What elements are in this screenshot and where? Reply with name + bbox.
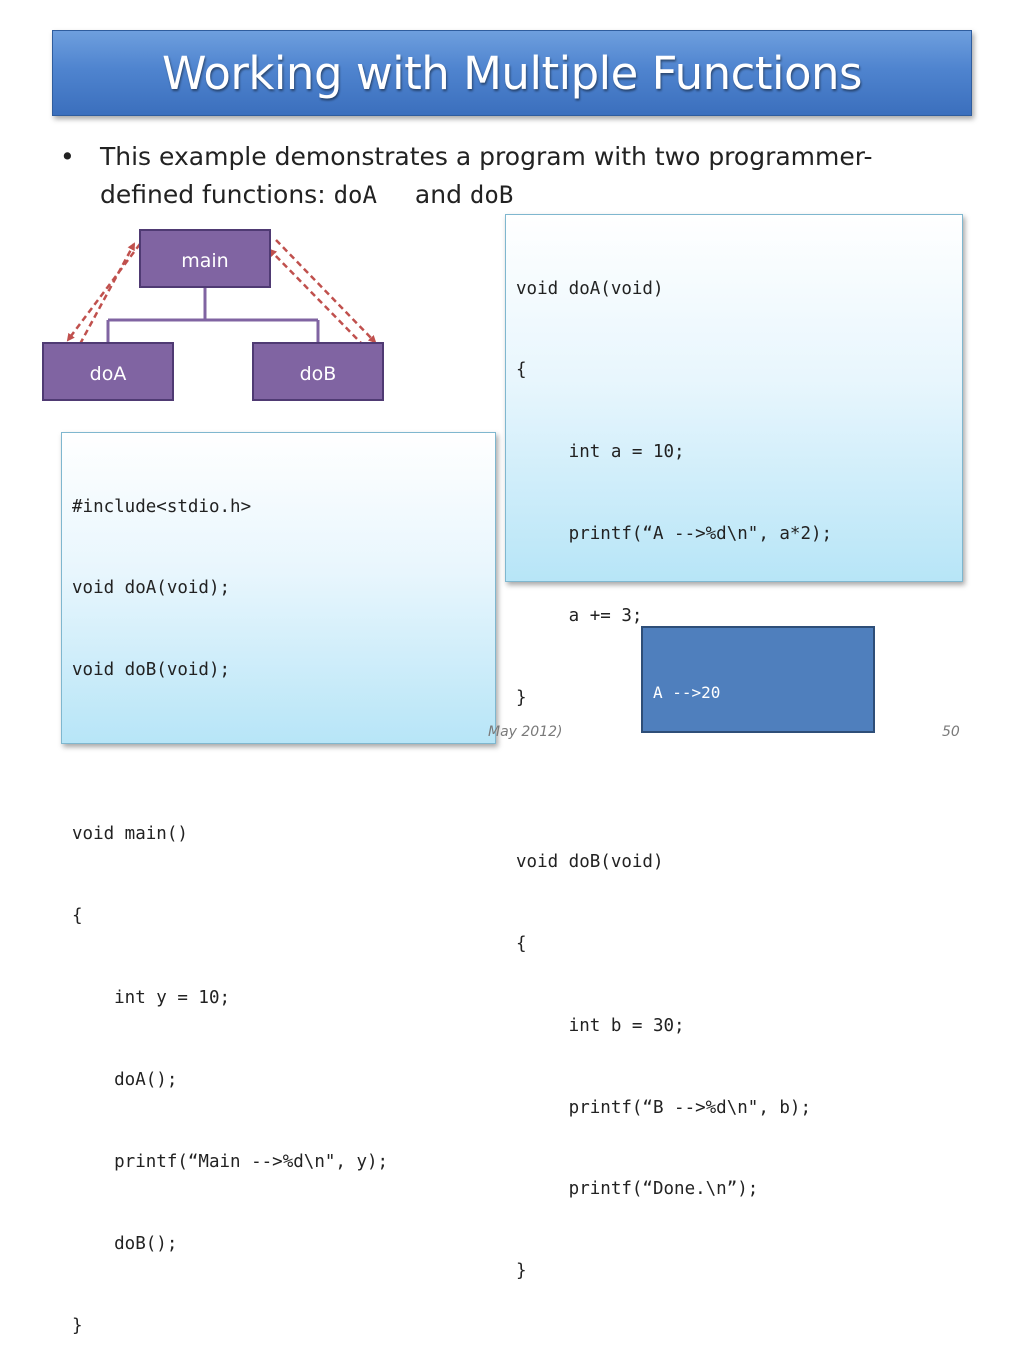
code-functions-line: { — [516, 360, 527, 381]
output-line: Main -->10 — [653, 755, 750, 774]
page-number: 50 — [942, 724, 960, 740]
code-functions-line: { — [516, 933, 527, 954]
code-functions-line: a += 3; — [516, 606, 643, 627]
code-main-line: int y = 10; — [72, 987, 231, 1008]
arrow-main-to-doa — [66, 243, 141, 342]
function-name-doa: doA — [333, 181, 377, 209]
node-dob: doB — [252, 342, 384, 401]
footer-date: May 2012) — [488, 724, 563, 740]
code-functions-line: void doA(void) — [516, 278, 664, 299]
arrow-main-to-dob — [275, 239, 377, 344]
code-main-line: doA(); — [72, 1069, 178, 1090]
code-main-line: printf(“Main -->%d\n", y); — [72, 1151, 389, 1172]
code-main-line: } — [72, 1315, 83, 1336]
code-functions-line: void doB(void) — [516, 851, 664, 872]
bullet-text: This example demonstrates a program with… — [100, 138, 960, 214]
output-line: A -->20 — [653, 683, 721, 702]
code-functions-line: int b = 30; — [516, 1015, 685, 1036]
slide-title: Working with Multiple Functions — [161, 46, 863, 100]
function-name-dob: doB — [469, 181, 514, 209]
node-main: main — [139, 229, 271, 288]
program-output-box: A -->20 Main -->10 B -->30 Done — [641, 626, 875, 918]
code-main-line: doB(); — [72, 1233, 178, 1254]
code-main-line — [72, 739, 495, 766]
bullet-line-2-prefix: defined functions: — [100, 180, 334, 209]
node-dob-label: doB — [300, 363, 337, 385]
code-functions-line: } — [516, 688, 527, 709]
code-functions-line: printf(“Done.\n”); — [516, 1179, 759, 1200]
node-doa-label: doA — [90, 363, 127, 385]
call-diagram: main doA doB — [42, 229, 384, 401]
arrow-dob-to-main — [268, 248, 365, 347]
code-main-line: void main() — [72, 824, 188, 845]
bullet-line-2: defined functions: doA and doB — [100, 176, 960, 214]
code-main-line: void doA(void); — [72, 578, 231, 599]
code-box-main: #include<stdio.h> void doA(void); void d… — [61, 432, 496, 1336]
code-main-line: void doB(void); — [72, 660, 231, 681]
code-functions-line: printf(“A -->%d\n", a*2); — [516, 524, 833, 545]
code-functions-line: int a = 10; — [516, 442, 685, 463]
bullet-line-1: This example demonstrates a program with… — [100, 142, 873, 171]
node-main-label: main — [181, 250, 228, 272]
bullet-connector: and — [414, 180, 462, 209]
title-banner: Working with Multiple Functions — [52, 30, 972, 116]
code-box-functions: void doA(void) { int a = 10; printf(“A -… — [505, 214, 963, 1281]
code-main-line: #include<stdio.h> — [72, 496, 252, 517]
code-main-line: { — [72, 906, 83, 927]
output-line: Done — [653, 899, 692, 918]
code-functions-line: } — [516, 1261, 527, 1282]
arrow-doa-to-main — [78, 242, 136, 345]
code-functions-line: printf(“B -->%d\n", b); — [516, 1097, 812, 1118]
bullet-symbol: • — [60, 142, 75, 171]
output-line: B -->30 — [653, 827, 721, 846]
node-doa: doA — [42, 342, 174, 401]
